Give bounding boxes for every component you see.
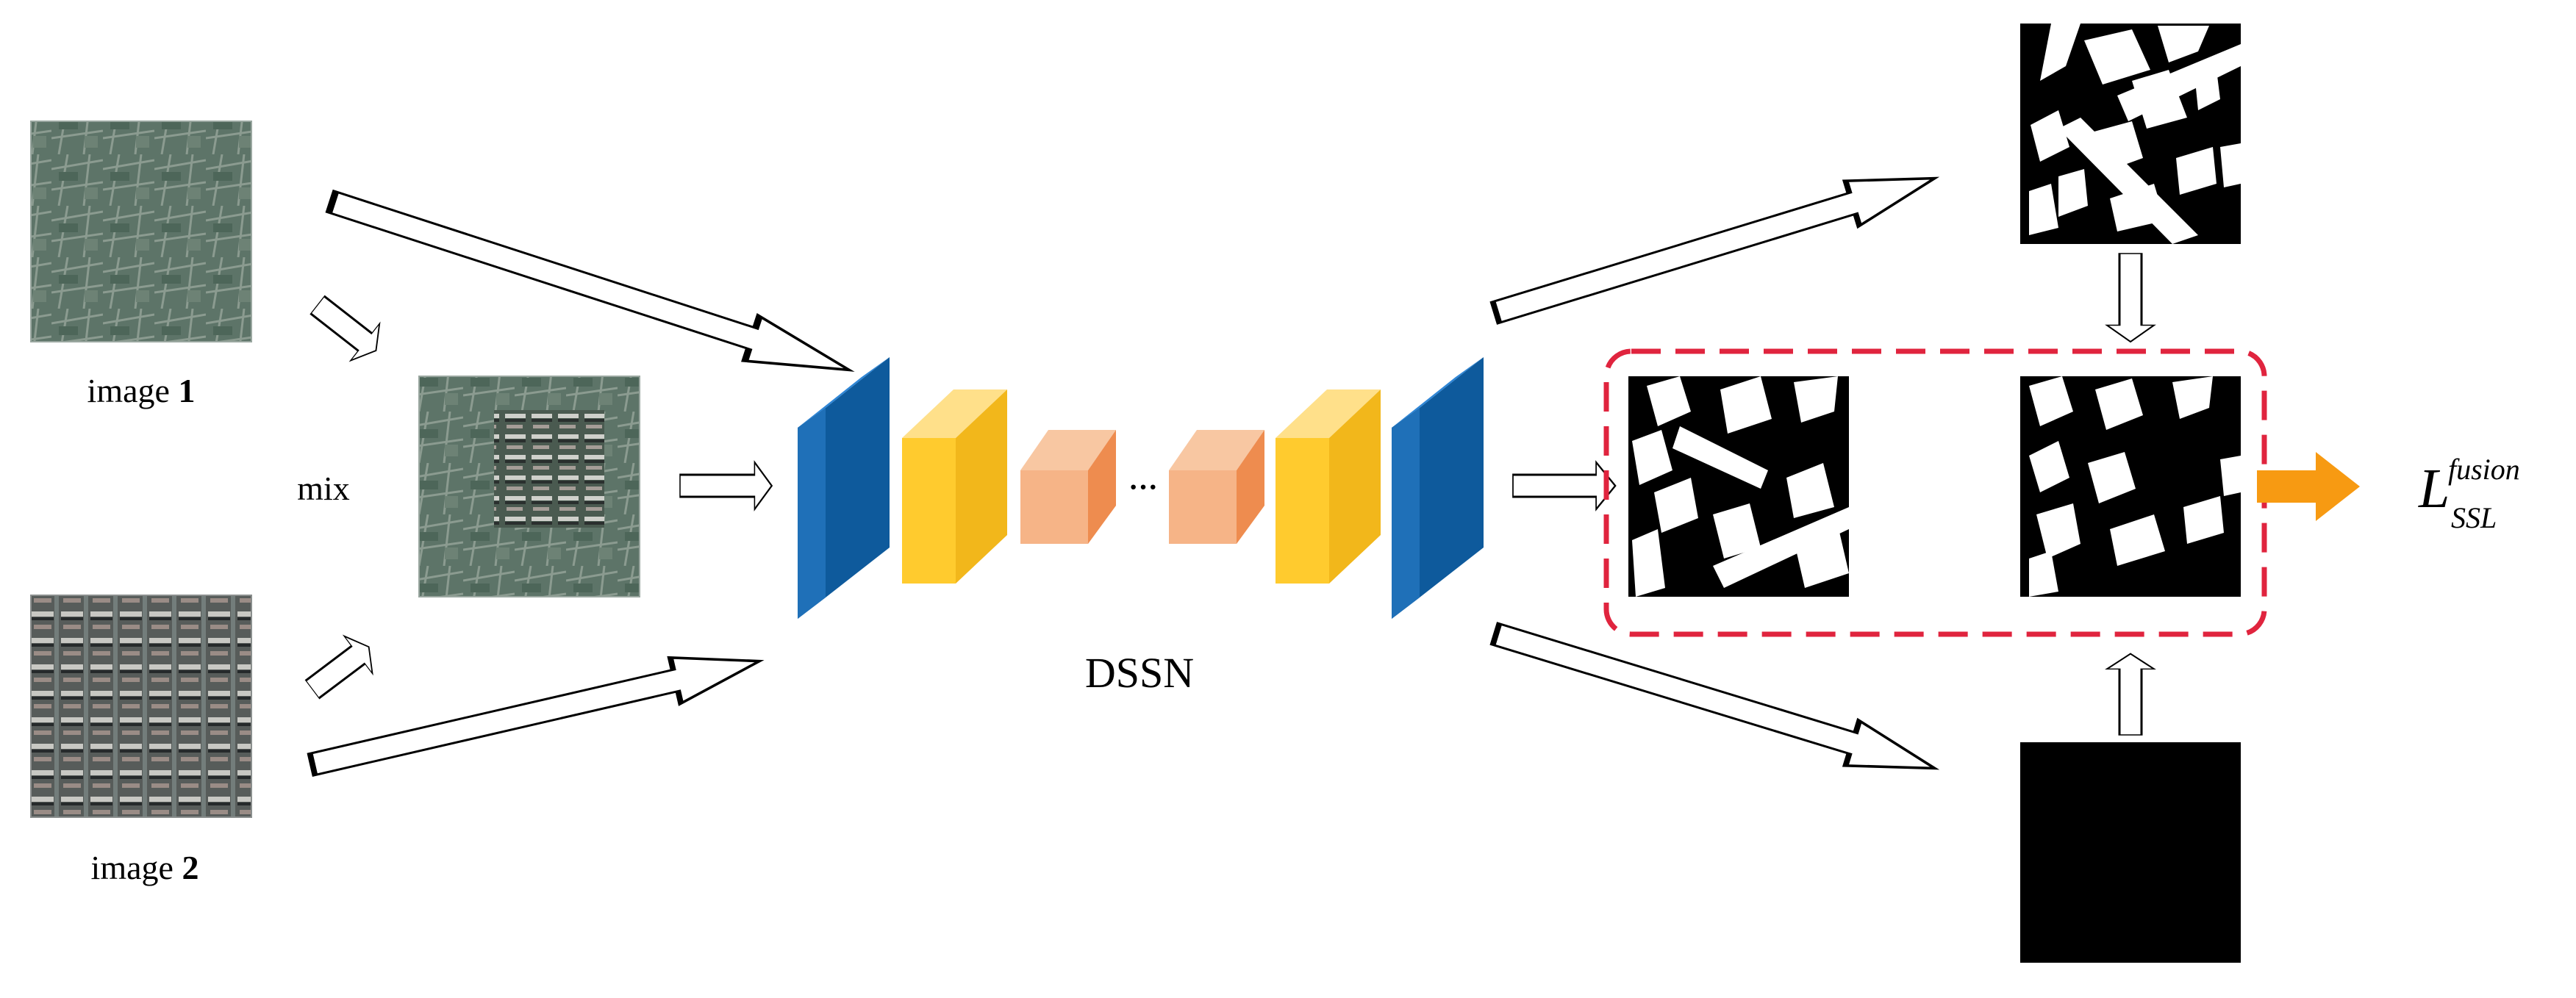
fused-prediction-map — [2020, 376, 2241, 597]
arrow-mixed-to-network — [679, 460, 773, 511]
network-label: DSSN — [1085, 649, 1194, 697]
arrow-image2-to-network — [307, 656, 765, 777]
encoder-input-layer — [798, 357, 890, 619]
image-2-label: image 2 — [91, 849, 199, 886]
svg-text:fusion: fusion — [2448, 453, 2520, 486]
mixed-image — [418, 376, 640, 597]
encoder-block-yellow — [902, 389, 1007, 584]
arrow-pred2-to-fused — [2105, 653, 2156, 736]
input-image-2 — [30, 595, 252, 818]
arrow-network-to-fused-pred — [1512, 460, 1617, 511]
arrow-image1-to-network — [325, 189, 855, 372]
prediction-map-image2 — [2020, 742, 2241, 963]
encoder-block-peach — [1020, 430, 1116, 544]
mix-label: mix — [297, 470, 350, 507]
svg-text:SSL: SSL — [2451, 501, 2497, 534]
arrow-image1-to-mixed — [310, 295, 381, 362]
input-image-1 — [30, 121, 252, 342]
network-ellipsis: ··· — [1128, 470, 1158, 503]
loss-output-arrow — [2257, 452, 2360, 521]
image-1-label: image 1 — [87, 372, 196, 409]
arrow-network-to-pred2 — [1489, 622, 1940, 770]
arrow-network-to-pred1 — [1489, 176, 1940, 325]
svg-text:L: L — [2418, 458, 2450, 520]
loss-label: L fusion SSL — [2418, 453, 2520, 534]
decoder-output-layer — [1392, 357, 1484, 619]
arrow-pred1-to-fused — [2105, 253, 2156, 343]
decoder-block-peach — [1169, 430, 1264, 544]
dssn-network: ··· — [798, 357, 1484, 619]
prediction-map-image1 — [2020, 24, 2241, 244]
mixed-prediction-map — [1628, 376, 1849, 597]
decoder-block-yellow — [1276, 389, 1381, 584]
arrow-image2-to-mixed — [304, 634, 373, 700]
